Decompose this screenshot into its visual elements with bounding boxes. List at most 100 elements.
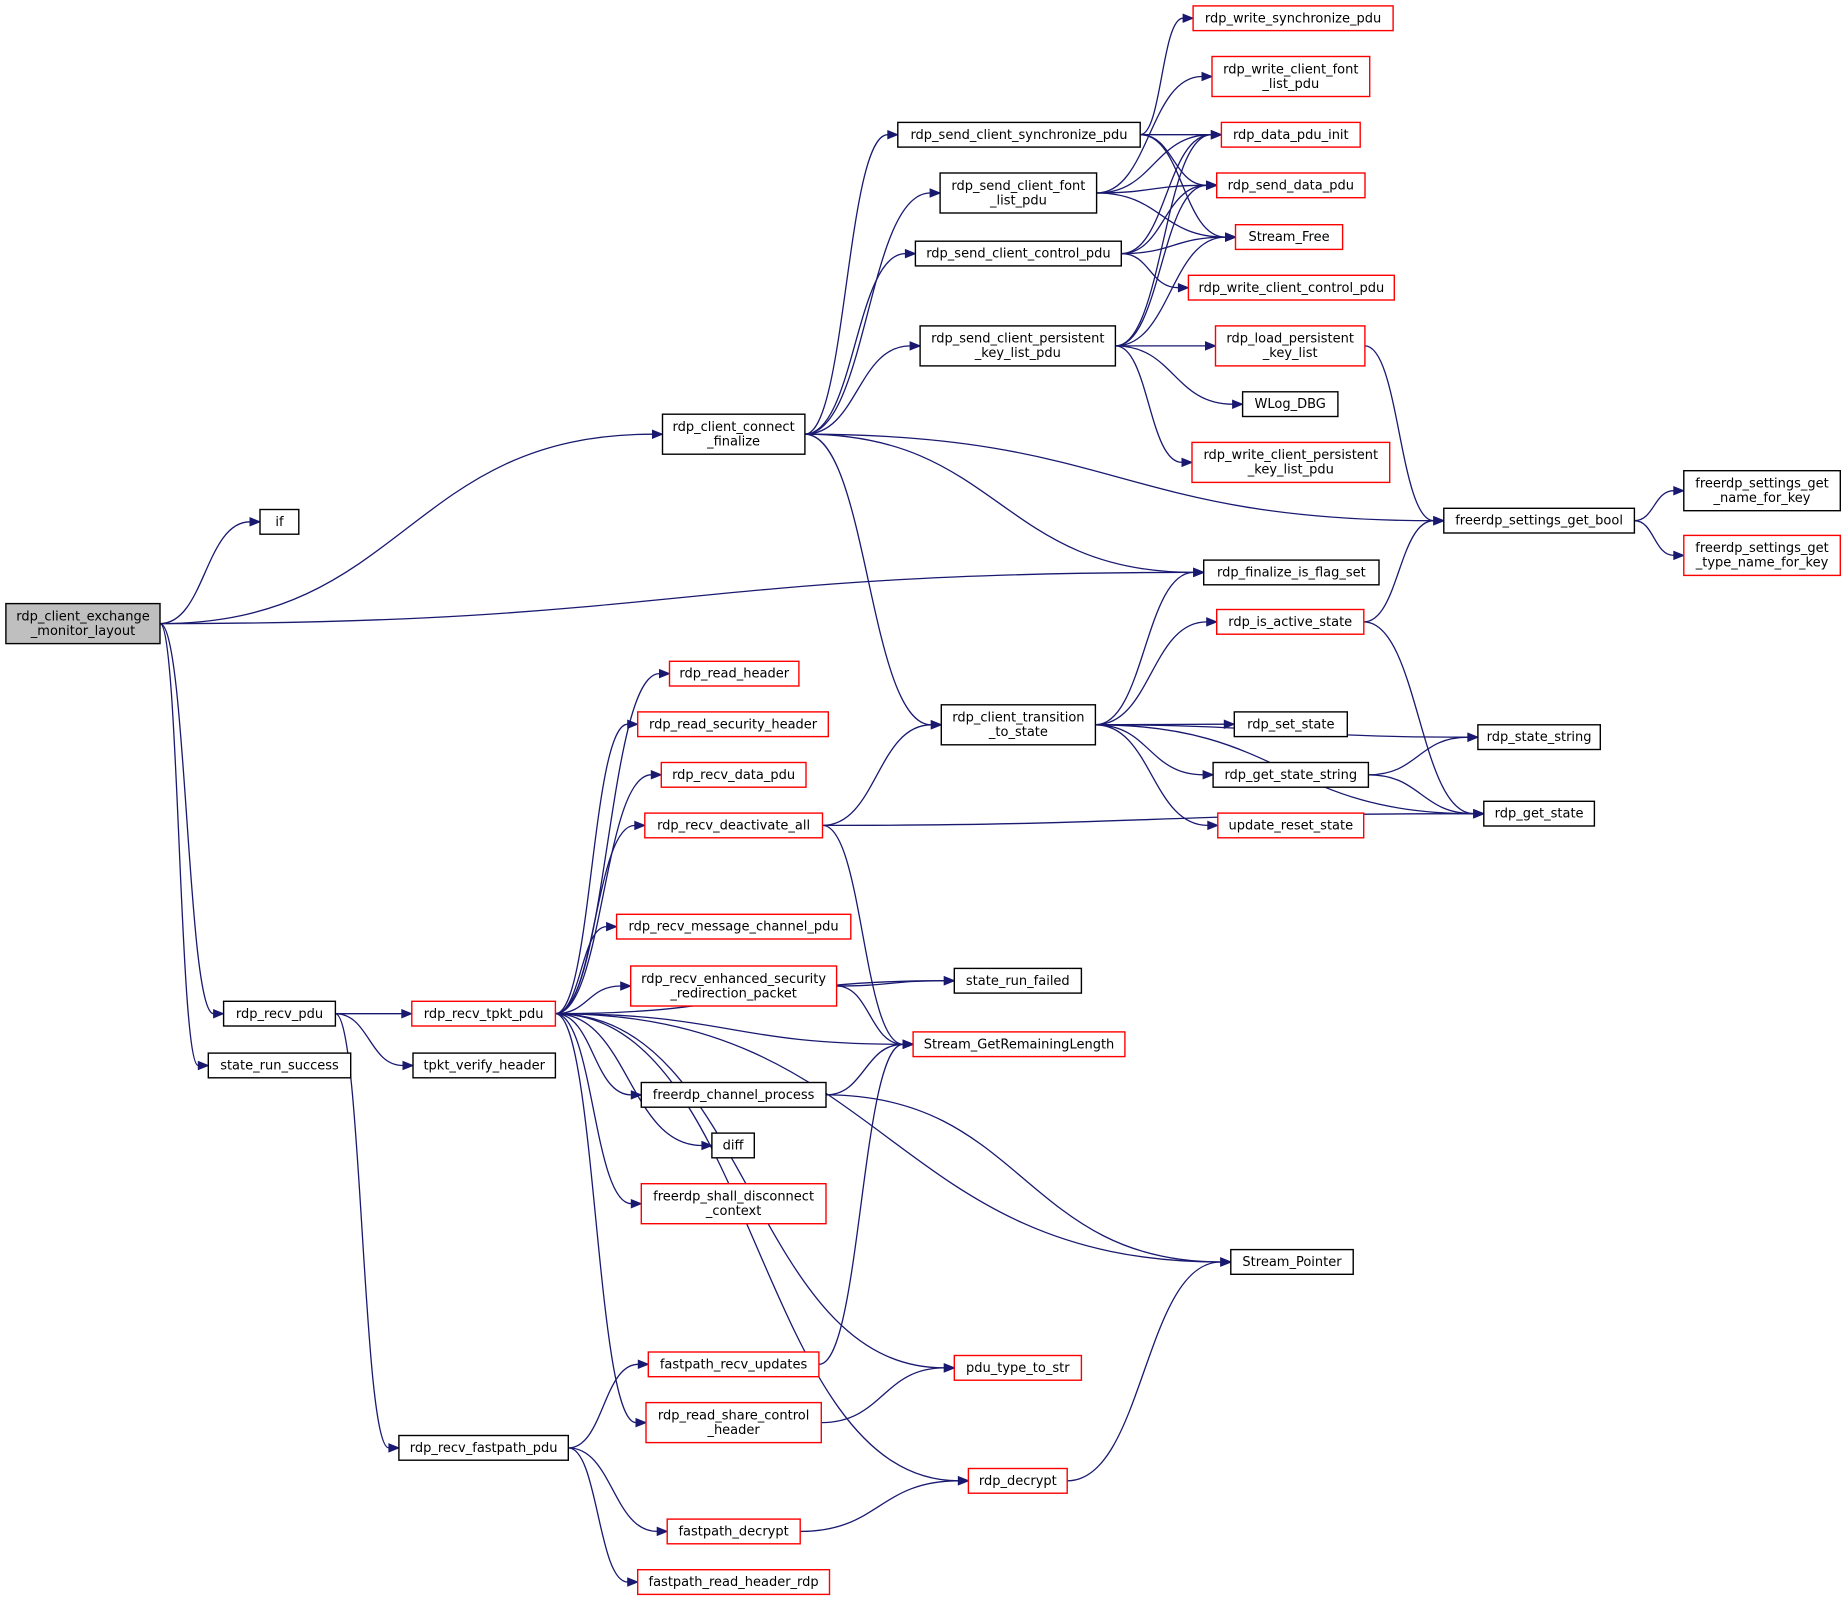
function-node-state-run-failed[interactable]: state_run_failed (953, 967, 1083, 994)
function-node-freerdp-shall-disconnect-context[interactable]: freerdp_shall_disconnect_context (640, 1182, 827, 1225)
function-node-rdp-is-active-state[interactable]: rdp_is_active_state (1215, 608, 1365, 635)
function-node-tpkt-verify-header[interactable]: tpkt_verify_header (412, 1052, 557, 1079)
node-label: _key_list (1262, 346, 1318, 361)
node-label: fastpath_recv_updates (660, 1357, 808, 1372)
edge-line (555, 985, 621, 1015)
arrowhead-icon (1206, 617, 1219, 627)
function-node-stream-pointer[interactable]: Stream_Pointer (1230, 1248, 1354, 1275)
function-node-rdp-recv-tpkt-pdu[interactable]: rdp_recv_tpkt_pdu (411, 1000, 557, 1027)
call-edge-rdp-recv-pdu-to-rdp-recv-fastpath-pdu (334, 1013, 401, 1453)
arrowhead-icon (659, 668, 671, 679)
function-node-rdp-finalize-is-flag-set[interactable]: rdp_finalize_is_flag_set (1202, 559, 1380, 586)
arrowhead-icon (213, 1008, 225, 1019)
function-node-rdp-get-state[interactable]: rdp_get_state (1483, 800, 1596, 827)
node-label: rdp_set_state (1247, 717, 1334, 732)
function-node-rdp-recv-pdu[interactable]: rdp_recv_pdu (222, 1000, 337, 1027)
arrowhead-icon (902, 1039, 915, 1050)
node-label: _monitor_layout (30, 624, 135, 639)
function-node-rdp-recv-enhanced-security-redirection-packet[interactable]: rdp_recv_enhanced_security_redirection_p… (630, 965, 838, 1007)
function-node-update-reset-state[interactable]: update_reset_state (1217, 812, 1365, 839)
function-node-rdp-state-string[interactable]: rdp_state_string (1477, 724, 1602, 751)
function-node-rdp-recv-message-channel-pdu[interactable]: rdp_recv_message_channel_pdu (615, 913, 852, 940)
function-node-freerdp-settings-get-type-name-for-key[interactable]: freerdp_settings_get_type_name_for_key (1683, 534, 1842, 577)
node-label: rdp_recv_enhanced_security (641, 972, 826, 987)
node-label: freerdp_settings_get (1695, 541, 1828, 556)
arrowhead-icon (637, 1359, 650, 1370)
function-node-rdp-write-client-persistent-key-list-pdu[interactable]: rdp_write_client_persistent_key_list_pdu (1191, 441, 1391, 484)
function-node-rdp-read-security-header[interactable]: rdp_read_security_header (637, 711, 830, 738)
function-node-rdp-recv-data-pdu[interactable]: rdp_recv_data_pdu (660, 761, 807, 788)
function-node-rdp-read-share-control-header[interactable]: rdp_read_share_control_header (645, 1401, 823, 1444)
function-node-rdp-send-data-pdu[interactable]: rdp_send_data_pdu (1215, 172, 1366, 199)
function-node-if[interactable]: if (259, 508, 300, 535)
edge-line (804, 252, 906, 435)
function-node-fastpath-read-header-rdp[interactable]: fastpath_read_header_rdp (637, 1568, 831, 1596)
function-node-root[interactable]: rdp_client_exchange_monitor_layout (5, 602, 161, 645)
function-node-stream-getremaininglength[interactable]: Stream_GetRemainingLength (912, 1031, 1126, 1058)
call-edge-rdp-client-transition-to-state-to-rdp-finalize-is-flag-set (1095, 567, 1206, 726)
function-node-rdp-decrypt[interactable]: rdp_decrypt (967, 1467, 1068, 1494)
node-box (660, 761, 807, 788)
edge-line (334, 1013, 390, 1449)
node-box (637, 1568, 831, 1596)
arrowhead-icon (909, 341, 922, 351)
function-node-rdp-client-connect-finalize[interactable]: rdp_client_connect_finalize (661, 413, 806, 455)
function-node-rdp-write-client-control-pdu[interactable]: rdp_write_client_control_pdu (1187, 274, 1396, 301)
function-node-rdp-client-transition-to-state[interactable]: rdp_client_transition_to_state (940, 704, 1097, 746)
function-node-rdp-write-synchronize-pdu[interactable]: rdp_write_synchronize_pdu (1192, 5, 1394, 32)
node-label: rdp_get_state (1495, 807, 1584, 822)
call-edge-rdp-recv-pdu-to-tpkt-verify-header (335, 1013, 415, 1071)
edge-line (555, 1013, 637, 1424)
function-node-rdp-write-client-font-list-pdu[interactable]: rdp_write_client_font_list_pdu (1211, 55, 1371, 98)
node-box (1230, 1248, 1354, 1275)
function-node-fastpath-decrypt[interactable]: fastpath_decrypt (666, 1518, 801, 1545)
edge-line (1140, 17, 1184, 136)
function-node-rdp-recv-fastpath-pdu[interactable]: rdp_recv_fastpath_pdu (398, 1434, 569, 1461)
function-node-rdp-load-persistent-key-list[interactable]: rdp_load_persistent_key_list (1214, 325, 1366, 367)
edge-line (800, 1480, 959, 1533)
function-node-stream-free[interactable]: Stream_Free (1234, 223, 1344, 251)
node-box (1483, 800, 1596, 827)
function-node-freerdp-channel-process[interactable]: freerdp_channel_process (640, 1081, 827, 1108)
call-edge-freerdp-channel-process-to-stream-pointer (825, 1094, 1233, 1267)
function-node-rdp-send-client-font-list-pdu[interactable]: rdp_send_client_font_list_pdu (939, 172, 1098, 214)
function-node-rdp-send-client-control-pdu[interactable]: rdp_send_client_control_pdu (914, 240, 1123, 267)
node-label: rdp_state_string (1487, 730, 1592, 745)
node-label: rdp_write_synchronize_pdu (1205, 11, 1381, 26)
arrowhead-icon (1201, 71, 1214, 82)
function-node-diff[interactable]: diff (711, 1132, 756, 1159)
edge-line (1121, 236, 1226, 255)
node-box (5, 602, 161, 645)
edge-line (1095, 724, 1204, 776)
function-node-rdp-get-state-string[interactable]: rdp_get_state_string (1212, 761, 1370, 788)
function-node-rdp-recv-deactivate-all[interactable]: rdp_recv_deactivate_all (644, 812, 824, 839)
call-edge-rdp-send-client-persistent-key-list-pdu-to-wlog-dbg (1115, 345, 1244, 409)
call-edge-rdp-send-client-control-pdu-to-rdp-write-client-control-pdu (1121, 252, 1190, 293)
node-label: if (275, 515, 284, 530)
function-node-wlog-dbg[interactable]: WLog_DBG (1241, 391, 1339, 418)
node-box (1214, 325, 1366, 367)
call-edge-rdp-recv-tpkt-pdu-to-stream-getremaininglength (555, 1013, 915, 1050)
function-node-rdp-read-header[interactable]: rdp_read_header (668, 660, 800, 687)
edge-line (1121, 184, 1207, 255)
function-node-pdu-type-to-str[interactable]: pdu_type_to_str (953, 1354, 1083, 1381)
node-label: _to_state (988, 725, 1048, 740)
arrowhead-icon (1181, 457, 1194, 468)
call-edge-root-to-rdp-finalize-is-flag-set (159, 567, 1206, 625)
node-label: rdp_write_client_persistent (1203, 448, 1378, 463)
function-node-freerdp-settings-get-bool[interactable]: freerdp_settings_get_bool (1443, 507, 1636, 534)
node-label: Stream_Free (1248, 230, 1329, 245)
call-edge-rdp-send-client-persistent-key-list-pdu-to-stream-free (1115, 232, 1237, 347)
function-node-state-run-success[interactable]: state_run_success (207, 1052, 352, 1079)
node-box (259, 508, 300, 535)
node-label: state_run_failed (966, 974, 1070, 989)
function-node-rdp-data-pdu-init[interactable]: rdp_data_pdu_init (1220, 121, 1361, 148)
arrowhead-icon (620, 981, 633, 991)
edge-line (335, 1013, 404, 1067)
function-node-fastpath-recv-updates[interactable]: fastpath_recv_updates (647, 1351, 820, 1378)
function-node-rdp-send-client-persistent-key-list-pdu[interactable]: rdp_send_client_persistent_key_list_pdu (919, 325, 1117, 367)
function-node-freerdp-settings-get-name-for-key[interactable]: freerdp_settings_get_name_for_key (1683, 470, 1842, 512)
function-node-rdp-set-state[interactable]: rdp_set_state (1233, 711, 1349, 738)
function-node-rdp-send-client-synchronize-pdu[interactable]: rdp_send_client_synchronize_pdu (897, 121, 1141, 148)
